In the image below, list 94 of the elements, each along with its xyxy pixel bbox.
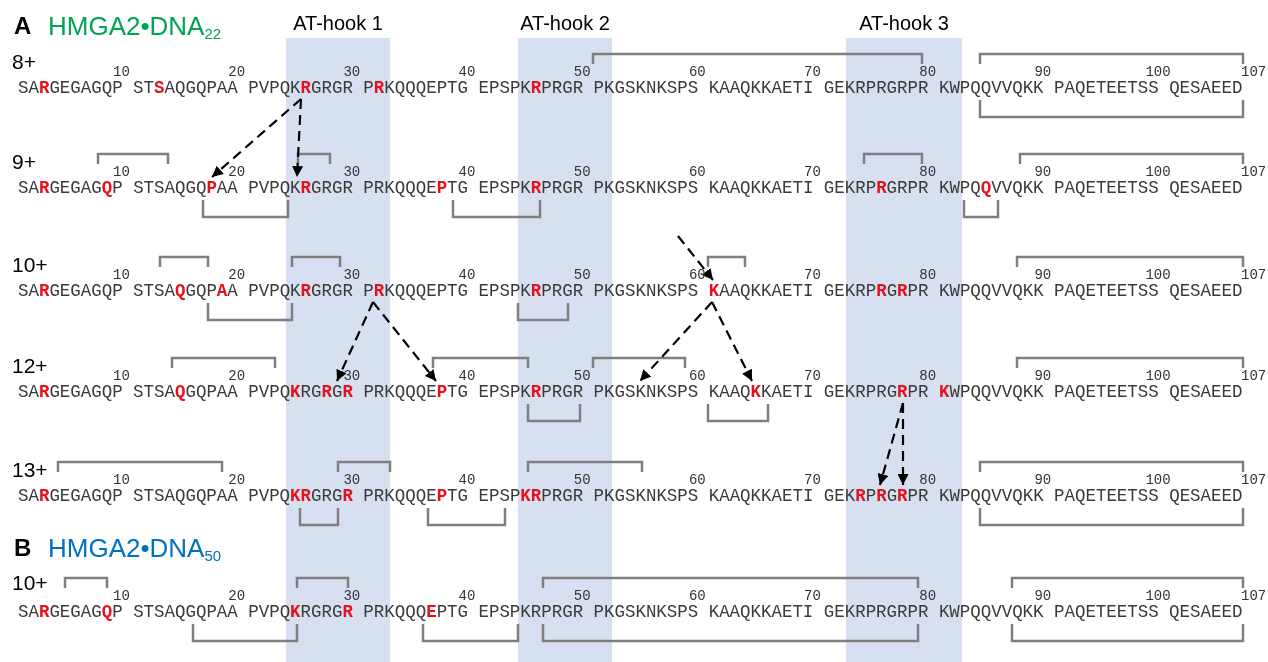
residue-number: 30 <box>343 268 361 282</box>
residue-number: 90 <box>1034 369 1052 383</box>
residue-number: 80 <box>919 65 937 79</box>
residue-number: 40 <box>458 589 476 603</box>
panel-letter: A <box>14 12 32 40</box>
residue-number: 60 <box>688 473 706 487</box>
residue-number: 107 <box>1241 369 1267 383</box>
residue-number: 80 <box>919 589 937 603</box>
residue-number: 107 <box>1241 165 1267 179</box>
residue-number: 107 <box>1241 268 1267 282</box>
residue-number: 30 <box>343 473 361 487</box>
residue-number: 100 <box>1145 165 1171 179</box>
residue-number: 70 <box>804 589 821 603</box>
residue-number: 100 <box>1145 589 1171 603</box>
sequence-text: SARGEGAGQP STSAQGQPAA PVPQKRGRGR PRKQQQEPTG EPSPKRPRGR PKGSKNKSPS KAAQKKAETI GEKRPRGRPR KWPQQVVQKK PAQETEETSS QESAEED <box>18 381 1243 403</box>
sequence-text: SARGEGAGQP STSAQGQPAA PVPQKRGRGR PRKQQQEPTG EPSPKRPRGR PKGSKNKSPS KAAQKKAETI GEKRPRGRPR KWPQQVVQKK PAQETEETSS QESAEED <box>18 601 1243 623</box>
residue-number: 10 <box>113 165 130 179</box>
charge-state-label: 12+ <box>12 355 48 377</box>
residue-number: 20 <box>228 473 246 487</box>
residue-number: 10 <box>113 473 130 487</box>
residue-number: 90 <box>1034 165 1052 179</box>
residue-number: 30 <box>343 65 361 79</box>
residue-number: 80 <box>919 268 937 282</box>
residue-number: 10 <box>113 369 130 383</box>
residue-number: 60 <box>688 65 706 79</box>
residue-number: 40 <box>458 165 476 179</box>
residue-number: 40 <box>458 65 476 79</box>
sequence-text: SARGEGAGQP STSAQGQPAA PVPQKRGRGR PRKQQQEPTG EPSPKRPRGR PKGSKNKSPS KAAQKKAETI GEKRPRGRPR KWPQQVVQKK PAQETEETSS QESAEED <box>18 485 1243 507</box>
sequence-text: SARGEGAGQP STSAQGQPAA PVPQKRGRGR PRKQQQEPTG EPSPKRPRGR PKGSKNKSPS KAAQKKAETI GEKRPRGRPR KWPQQVVQKK PAQETEETSS QESAEED <box>18 77 1243 99</box>
arrow <box>336 301 374 382</box>
residue-number: 60 <box>688 268 706 282</box>
residue-number: 10 <box>113 65 130 79</box>
residue-number: 40 <box>458 268 476 282</box>
residue-number: 50 <box>573 65 591 79</box>
arrow <box>372 301 437 382</box>
residue-number: 20 <box>228 268 246 282</box>
arrow <box>639 301 713 382</box>
residue-number: 50 <box>573 473 591 487</box>
residue-number: 50 <box>573 589 591 603</box>
residue-number: 90 <box>1034 473 1052 487</box>
sequence-text: SARGEGAGQP STSAQGQPAA PVPQKRGRGR PRKQQQEPTG EPSPKRPRGR PKGSKNKSPS KAAQKKAETI GEKRPRGRPR KWPQQVVQKK PAQETEETSS QESAEED <box>18 280 1243 302</box>
residue-number: 30 <box>343 369 361 383</box>
band-heading: AT-hook 3 <box>859 12 949 35</box>
arrow <box>211 98 302 178</box>
charge-state-label: 9+ <box>12 151 36 173</box>
residue-number: 100 <box>1145 268 1171 282</box>
residue-number: 107 <box>1241 473 1267 487</box>
residue-number: 70 <box>804 473 821 487</box>
residue-number: 20 <box>228 589 246 603</box>
residue-number: 10 <box>113 268 130 282</box>
band-heading: AT-hook 1 <box>293 12 383 35</box>
residue-number: 70 <box>804 369 821 383</box>
sequence-text: SARGEGAGQP STSAQGQPAA PVPQKRGRGR PRKQQQEPTG EPSPKRPRGR PKGSKNKSPS KAAQKKAETI GEKRPRGRPR KWPQQVVQKK PAQETEETSS QESAEED <box>18 177 1243 199</box>
residue-number: 10 <box>113 589 130 603</box>
charge-state-label: 10+ <box>12 572 48 594</box>
residue-number: 100 <box>1145 369 1171 383</box>
residue-number: 40 <box>458 369 476 383</box>
residue-number: 100 <box>1145 65 1171 79</box>
residue-number: 50 <box>573 165 591 179</box>
residue-number: 90 <box>1034 268 1052 282</box>
residue-number: 60 <box>688 369 706 383</box>
residue-number: 80 <box>919 165 937 179</box>
charge-state-label: 13+ <box>12 459 48 481</box>
residue-number: 50 <box>573 268 591 282</box>
residue-number: 70 <box>804 165 821 179</box>
arrow <box>877 402 905 486</box>
residue-number: 60 <box>688 165 706 179</box>
residue-number: 50 <box>573 369 591 383</box>
residue-number: 30 <box>343 589 361 603</box>
arrow <box>677 235 714 281</box>
residue-number: 100 <box>1145 473 1171 487</box>
arrow <box>292 98 304 178</box>
residue-number: 40 <box>458 473 476 487</box>
residue-number: 70 <box>804 268 821 282</box>
band-heading: AT-hook 2 <box>520 12 610 35</box>
residue-number: 60 <box>688 589 706 603</box>
residue-number: 80 <box>919 473 937 487</box>
residue-number: 80 <box>919 369 937 383</box>
residue-number: 107 <box>1241 589 1267 603</box>
residue-number: 30 <box>343 165 361 179</box>
residue-number: 20 <box>228 165 246 179</box>
panel-title: HMGA2•DNA$_{50}$ <box>48 534 222 562</box>
panel-title: HMGA2•DNA$_{22}$ <box>48 12 222 40</box>
residue-number: 20 <box>228 65 246 79</box>
panel-letter: B <box>14 534 32 562</box>
residue-number: 20 <box>228 369 246 383</box>
residue-number: 90 <box>1034 65 1052 79</box>
arrow <box>711 301 753 382</box>
charge-state-label: 8+ <box>12 51 36 73</box>
charge-state-label: 10+ <box>12 254 48 276</box>
residue-number: 107 <box>1241 65 1267 79</box>
residue-number: 70 <box>804 65 821 79</box>
residue-number: 90 <box>1034 589 1052 603</box>
arrow <box>897 403 909 485</box>
